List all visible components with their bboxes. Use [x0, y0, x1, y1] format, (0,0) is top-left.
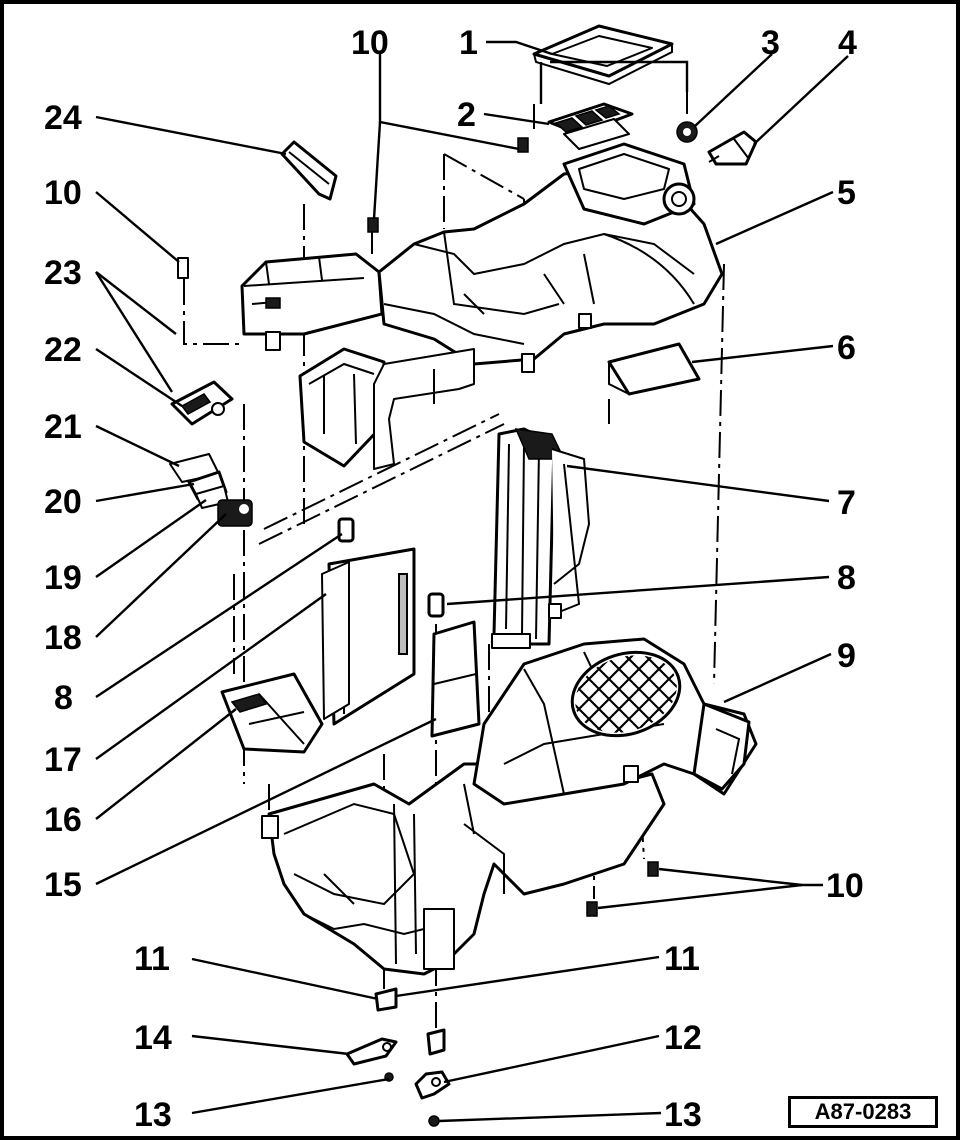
part-24-clip [280, 140, 338, 201]
callout-8-left: 8 [54, 679, 73, 717]
plugs-8 [337, 517, 445, 618]
part-12-lever [414, 1070, 451, 1100]
callout-24: 24 [44, 99, 82, 137]
callout-8-right: 8 [837, 559, 856, 597]
part-4-sensor [707, 130, 758, 166]
callout-4: 4 [838, 24, 857, 62]
callout-10-right: 10 [826, 867, 864, 905]
lower-housing [261, 637, 758, 976]
callout-11-left: 11 [134, 940, 170, 978]
part-13-screws [384, 1072, 440, 1127]
callout-6: 6 [837, 329, 856, 367]
part-14-lever [345, 1037, 398, 1066]
callout-18: 18 [44, 619, 82, 657]
callout-labels: 1 2 3 4 5 6 7 8 9 10 11 12 13 10 24 10 2… [44, 24, 864, 1134]
part-11-bushing-right [426, 1028, 446, 1056]
callout-23: 23 [44, 254, 82, 292]
callout-14: 14 [134, 1019, 172, 1057]
part-18-motor [217, 499, 253, 527]
part-16-duct [220, 672, 324, 754]
callout-1: 1 [459, 24, 478, 62]
part-3-grommet [676, 121, 698, 143]
callout-9: 9 [837, 637, 856, 675]
callout-16: 16 [44, 801, 82, 839]
callout-20: 20 [44, 483, 82, 521]
callout-10-top: 10 [351, 24, 389, 62]
callout-21: 21 [44, 408, 82, 446]
callout-12: 12 [664, 1019, 702, 1057]
callout-3: 3 [761, 24, 780, 62]
part-11-bushing-left [374, 987, 398, 1012]
part-2-grille [547, 102, 634, 150]
callout-19: 19 [44, 559, 82, 597]
callout-5: 5 [837, 174, 856, 212]
part-6-flap [607, 342, 701, 396]
callout-2: 2 [457, 96, 476, 134]
blower-mesh [565, 642, 687, 746]
heater-unit-exploded-diagram: 1 2 3 4 5 6 7 8 9 10 11 12 13 10 24 10 2… [44, 24, 864, 1134]
callout-13-right: 13 [664, 1096, 702, 1134]
part-17-filter [321, 547, 416, 726]
callout-15: 15 [44, 866, 82, 904]
figure-reference-code: A87-0283 [788, 1096, 938, 1128]
callout-22: 22 [44, 331, 82, 369]
part-22-connector [170, 380, 234, 426]
part-7-heat-exchanger [491, 427, 590, 649]
callout-7: 7 [837, 484, 856, 522]
callout-17: 17 [44, 741, 82, 779]
leader-lines [94, 40, 849, 1123]
upper-housing [240, 142, 724, 470]
callout-10-left: 10 [44, 174, 82, 212]
part-15-evaporator [430, 620, 481, 738]
callout-11-right: 11 [664, 940, 700, 978]
callout-13-left: 13 [134, 1096, 172, 1134]
part-1-seal-frame [532, 24, 674, 86]
